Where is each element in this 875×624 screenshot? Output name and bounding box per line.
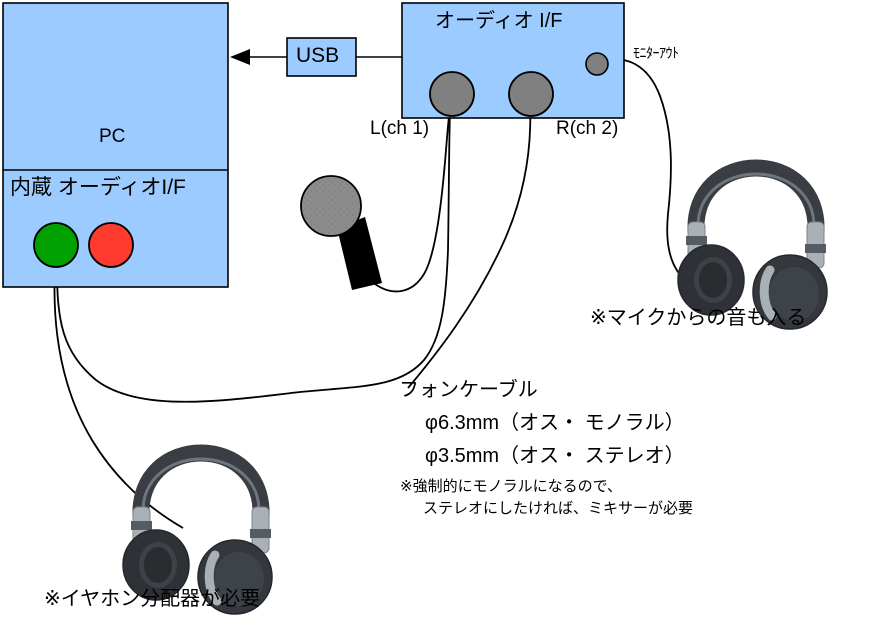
mic-note: ※マイクからの音も入る [590,307,807,329]
cable-spec-heading: フォンケーブル [399,379,538,401]
monitor-out-label: ﾓﾆﾀｰｱｳﾄ [633,45,679,61]
cable-mic-to-audioif [374,107,451,293]
splitter-note: ※イヤホン分配器が必要 [44,588,261,610]
builtin-audio-if-label: 内蔵 オーディオI/F [10,176,186,199]
pc-label: PC [99,126,126,147]
jack-l-ch1-label: L(ch 1) [370,118,430,139]
cable-pc-to-headphones [53,267,184,529]
audio-if-title: オーディオ I/F [435,10,563,32]
cable-monitor-to-headphones [599,58,689,284]
cable-spec-line1: φ6.3mm（オス・ モノラル） [425,412,685,434]
cable-rch2-callout [407,103,532,389]
cable-pc-to-audioif [56,109,451,403]
cable-spec-line3: ※強制的にモノラルになるので、 [400,478,622,495]
cable-spec-line2: φ3.5mm（オス・ ステレオ） [425,445,685,467]
arrow-head-to-pc [230,49,250,65]
jack-r-ch2-label: R(ch 2) [556,118,619,139]
cable-spec-line4: ステレオにしたければ、ミキサーが必要 [423,500,694,517]
usb-label: USB [296,44,340,67]
